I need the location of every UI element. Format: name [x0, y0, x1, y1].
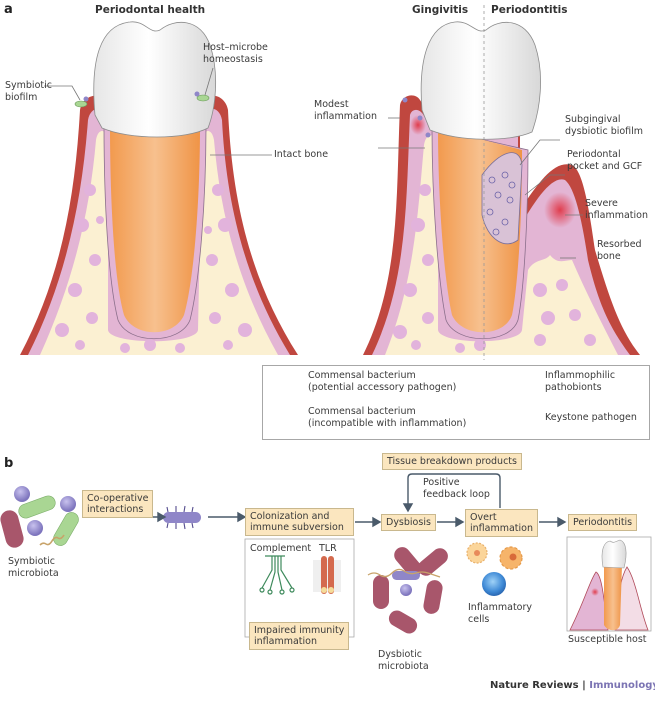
gingivitis-title: Gingivitis: [412, 4, 469, 16]
panel-b-letter: b: [4, 456, 14, 471]
diseased-tooth-diagram: [363, 5, 640, 360]
legend-keystone-pathogen: Keystone pathogen: [545, 412, 637, 423]
complement-receptor-icon: [259, 555, 295, 595]
journal-name: Immunology: [589, 680, 655, 691]
susceptible-host-label: Susceptible host: [568, 634, 647, 645]
legend-commensal-incompatible: Commensal bacterium(incompatible with in…: [308, 406, 467, 429]
susceptible-host-illustration: [566, 536, 652, 632]
panel-a-letter: a: [4, 2, 13, 17]
journal-credit: Nature Reviews | Immunology: [490, 680, 655, 691]
legend-box: [262, 365, 650, 440]
periodontal-health-title: Periodontal health: [95, 4, 206, 16]
bone-marrow-spaces: [55, 184, 252, 353]
periodontitis-box: Periodontitis: [568, 514, 638, 531]
credit-separator: |: [578, 680, 590, 691]
dysbiotic-microbiota-illustration: [367, 547, 448, 634]
tlr-label: TLR: [319, 543, 337, 554]
periodontitis-title: Periodontitis: [491, 4, 568, 16]
inflammatory-cells-illustration: [466, 542, 523, 596]
complement-label: Complement: [250, 543, 312, 554]
tissue-breakdown-box: Tissue breakdown products: [382, 453, 522, 470]
tlr-receptor-icon: [313, 556, 341, 594]
legend-commensal-accessory: Commensal bacterium(potential accessory …: [308, 370, 457, 393]
keystone-pathogen-flow-icon: [163, 505, 201, 530]
dysbiosis-box: Dysbiosis: [381, 514, 436, 531]
symbiotic-microbiota-illustration: [0, 486, 79, 548]
publisher-name: Nature Reviews: [490, 680, 579, 691]
healthy-tooth-diagram: [20, 21, 298, 355]
intact-bone-label: Intact bone: [274, 149, 329, 160]
